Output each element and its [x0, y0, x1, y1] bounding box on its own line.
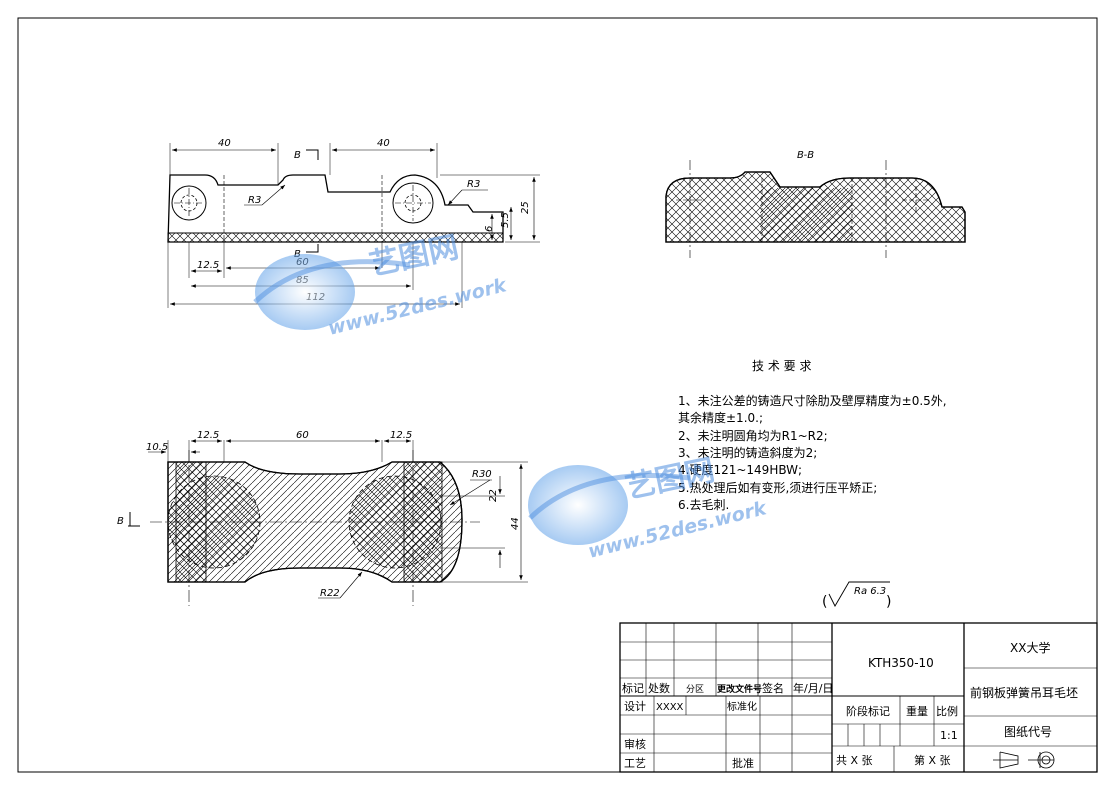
- tb-part-name: 前钢板弹簧吊耳毛坯: [970, 685, 1078, 700]
- tb-design: 设计: [624, 700, 646, 713]
- dim-25: 25: [520, 201, 531, 214]
- tb-approve: 批准: [732, 756, 754, 770]
- plan-dim-44: 44: [510, 517, 521, 530]
- plan-dim-r30: R30: [472, 469, 492, 480]
- tb-ratio: 比例: [936, 704, 958, 718]
- section-mark-top: B: [294, 150, 301, 161]
- tb-standard: 标准化: [727, 700, 757, 713]
- tb-drawing-code: 图纸代号: [1004, 725, 1052, 739]
- dim-40-right: 40: [377, 138, 390, 149]
- tech-requirements: 技 术 要 求 1、未注公差的铸造尺寸除肋及壁厚精度为±0.5外, 其余精度±1…: [678, 359, 947, 512]
- title-block-text: 标记 处数 分区 更改文件号 签名 年/月/日 设计 XXXX 标准化 审核 工…: [622, 640, 1078, 770]
- tb-review: 审核: [624, 737, 646, 751]
- tb-drawing-no: KTH350-10: [868, 656, 934, 670]
- tb-sign: 签名: [762, 681, 784, 695]
- plan-dim-12-5-right: 12.5: [390, 430, 412, 441]
- tech-line-1: 1、未注公差的铸造尺寸除肋及壁厚精度为±0.5外,: [678, 393, 947, 408]
- tech-line-3: 2、未注明圆角均为R1~R2;: [678, 428, 828, 443]
- tb-count: 处数: [648, 682, 670, 695]
- tb-mark: 标记: [622, 681, 644, 695]
- roughness-value: Ra 6.3: [854, 586, 886, 597]
- tb-designer: XXXX: [656, 702, 684, 713]
- tech-title: 技 术 要 求: [752, 359, 811, 373]
- section-b-b-view: B-B: [665, 150, 966, 258]
- svg-text:(: (: [822, 594, 827, 610]
- plan-dim-60: 60: [296, 430, 309, 441]
- tb-date: 年/月/日: [793, 681, 833, 695]
- roughness-symbol: ( Ra 6.3 ): [822, 581, 891, 610]
- tb-stage: 阶段标记: [846, 704, 890, 718]
- tech-line-7: 6.去毛刺.: [678, 498, 729, 512]
- plan-dim-22: 22: [488, 489, 499, 502]
- plan-dim-12-5-left: 12.5: [197, 430, 219, 441]
- watermark-1: 艺图网 www.52des.work: [253, 230, 510, 340]
- tb-sheet: 第 X 张: [914, 753, 951, 767]
- tb-zone: 分区: [686, 684, 704, 695]
- plan-section-mark: B: [117, 516, 124, 527]
- dim-5-5: 5.5: [500, 212, 511, 228]
- sheet-border: [17, 17, 1098, 773]
- dim-r3-right: R3: [467, 179, 480, 190]
- tb-weight: 重量: [906, 704, 928, 718]
- tech-line-4: 3、未注明的铸造斜度为2;: [678, 445, 817, 460]
- dim-6: 6: [484, 226, 495, 232]
- tb-change-doc: 更改文件号: [717, 683, 762, 695]
- tech-line-2: 其余精度±1.0.;: [678, 410, 763, 425]
- dim-12-5: 12.5: [197, 260, 219, 271]
- plan-dim-r22: R22: [320, 588, 340, 599]
- dim-r3-left: R3: [248, 195, 261, 206]
- tech-line-6: 5.热处理后如有变形,须进行压平矫正;: [678, 480, 877, 495]
- plan-view: B 10.5 12.5 60 12.5 44 22 R30 R22: [117, 430, 528, 606]
- tech-line-5: 4.硬度121~149HBW;: [678, 462, 802, 477]
- dim-40-left: 40: [218, 138, 231, 149]
- section-title: B-B: [797, 150, 814, 161]
- svg-text:): ): [886, 594, 891, 610]
- title-block: [619, 622, 1098, 773]
- tb-scale: 1:1: [940, 729, 958, 742]
- plan-dim-10-5: 10.5: [146, 442, 168, 453]
- tb-school: XX大学: [1010, 640, 1050, 655]
- tb-total: 共 X 张: [836, 754, 873, 767]
- tb-process: 工艺: [624, 757, 646, 770]
